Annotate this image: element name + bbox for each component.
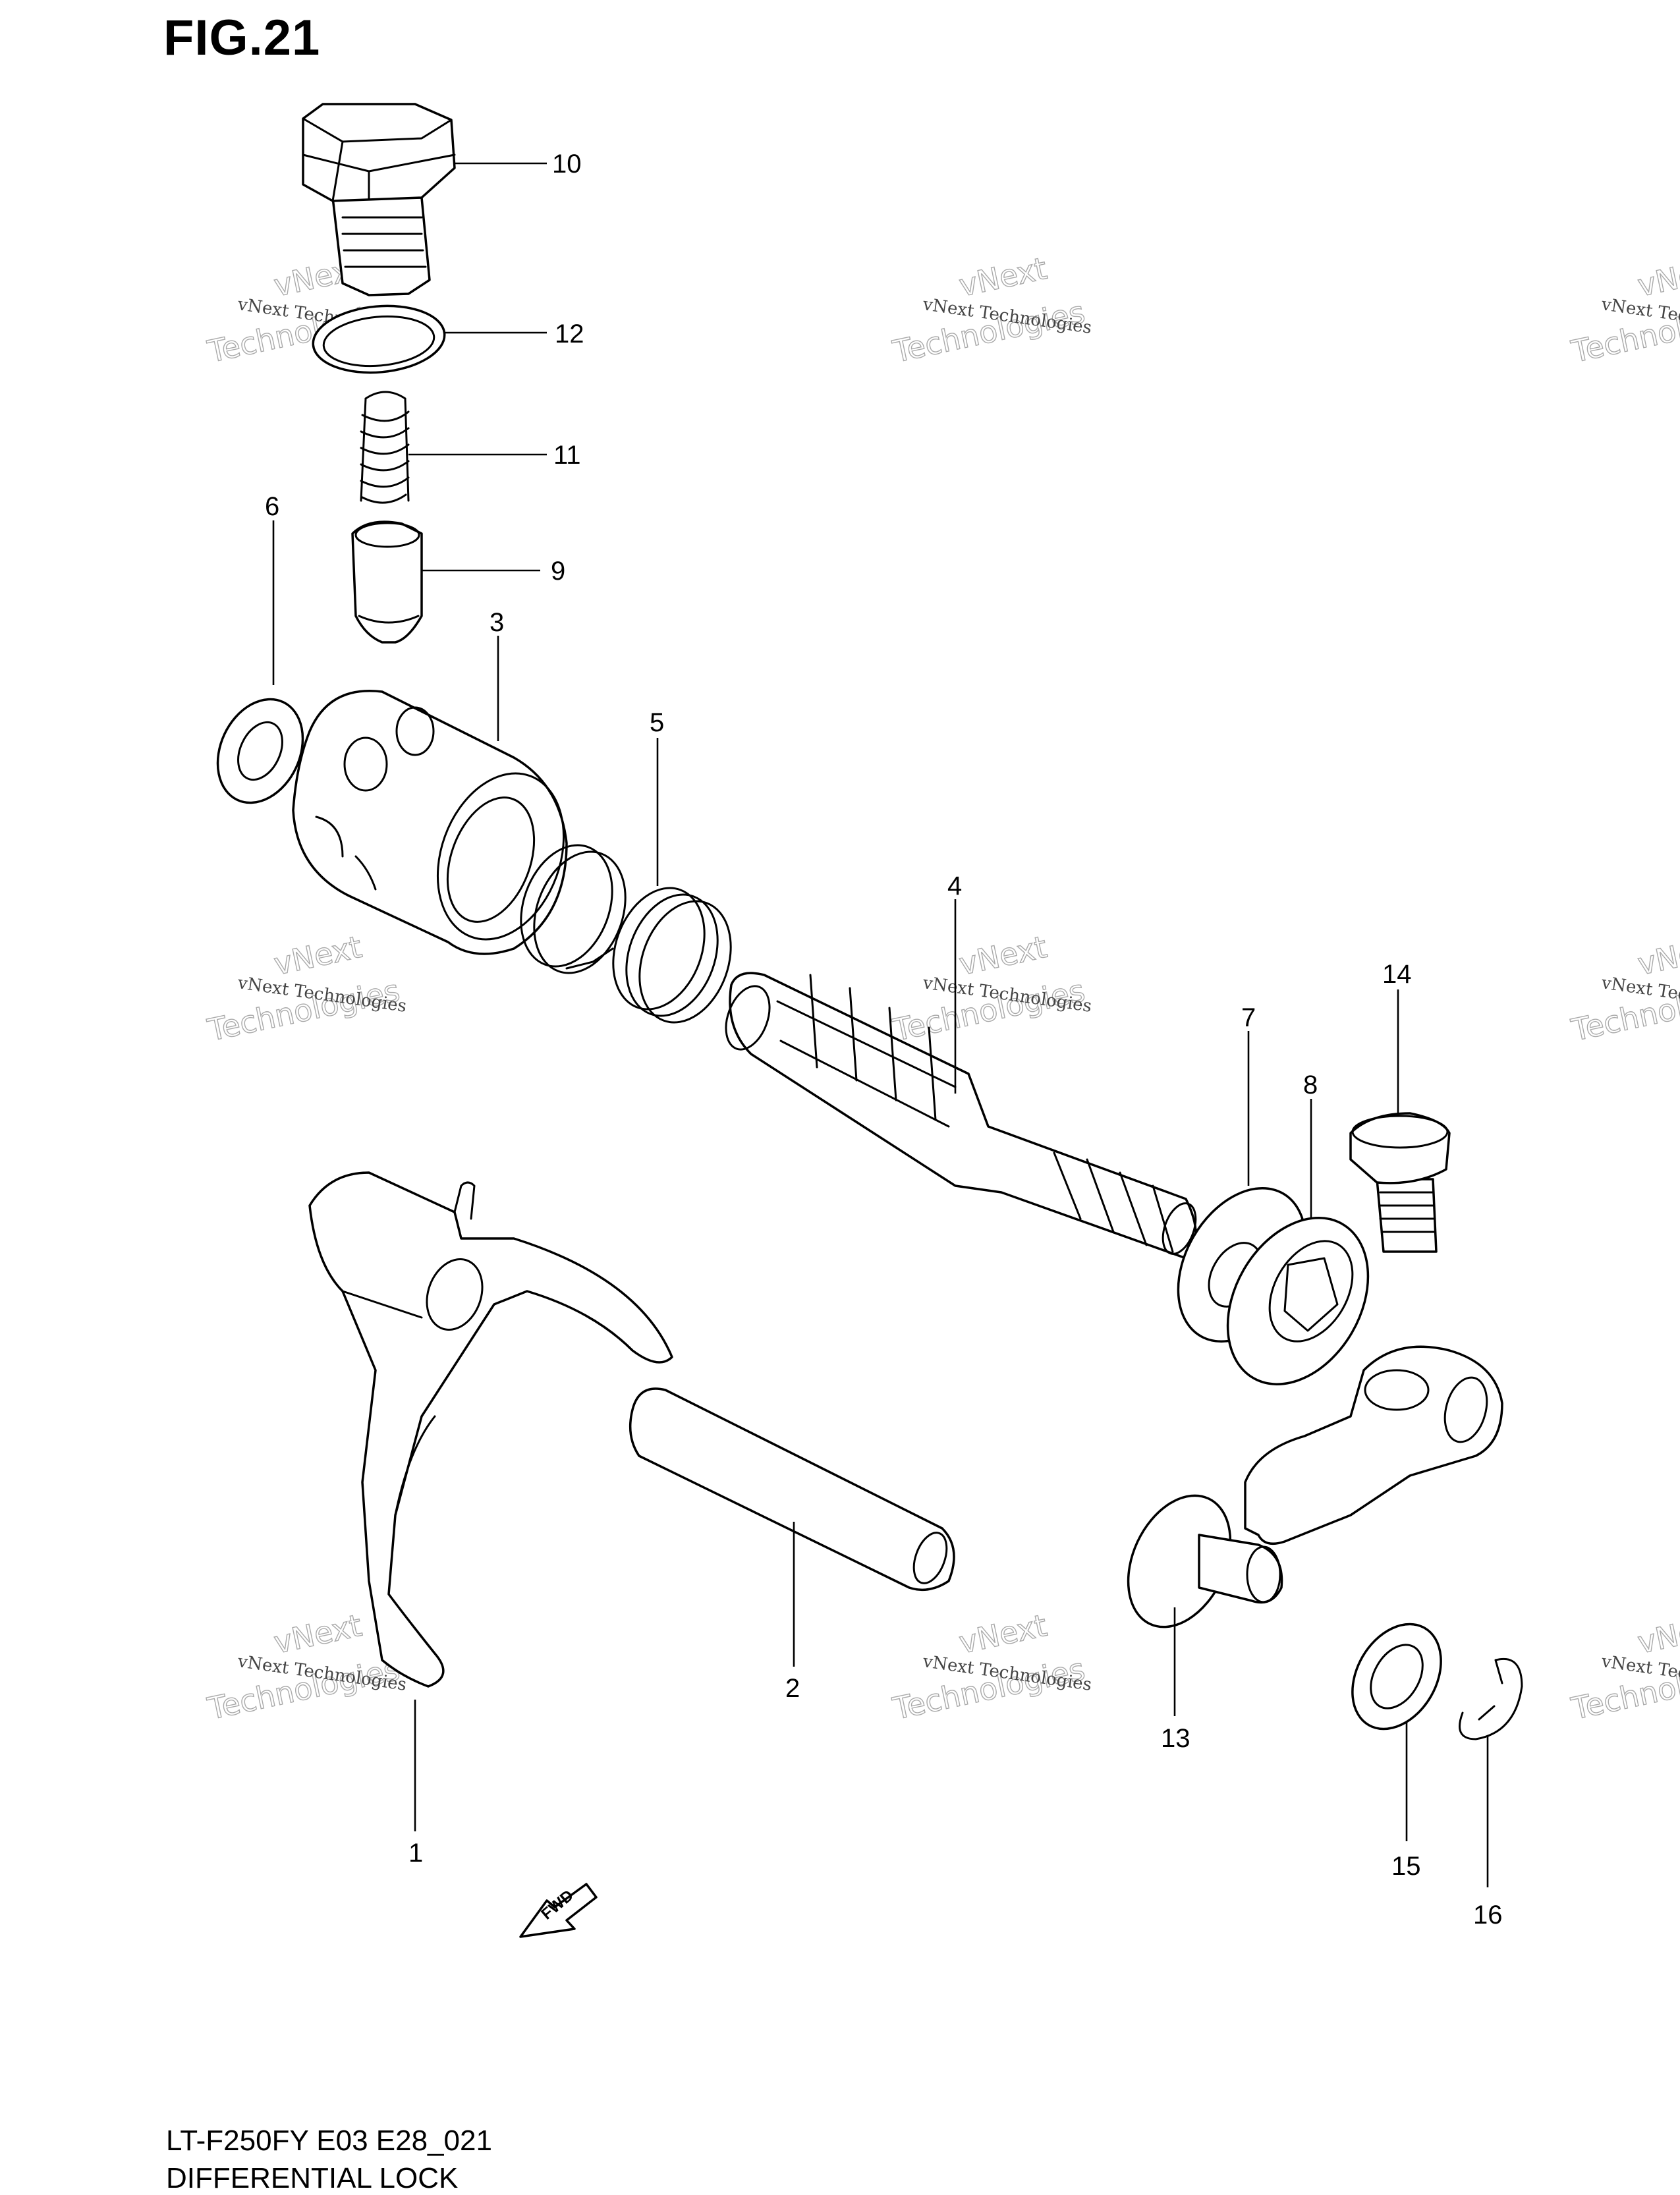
part-8-bushing [1226,1217,1370,1385]
part-1-shift-fork [308,1171,673,1688]
callout-16: 16 [1473,1901,1503,1930]
callout-4: 4 [947,872,962,901]
watermark-brand: vNext [1635,929,1680,982]
part-9-detent-pin [351,520,423,644]
callout-6: 6 [265,492,279,521]
forward-direction-arrow: FWD [519,1883,598,1938]
watermark-group: vNext Technologies vNext Technologies vN… [204,250,1680,1727]
leader-lines [272,162,1489,1887]
section-name: DIFFERENTIAL LOCK [166,2162,459,2194]
callout-11: 11 [553,441,581,470]
watermark-brand: vNext [956,929,1050,982]
part-11-spring [360,391,410,504]
watermark: vNext Technologies vNext Technologies [1567,928,1680,1048]
callout-13: 13 [1161,1724,1190,1753]
part-2-shaft [629,1387,955,1592]
callout-2: 2 [785,1674,800,1703]
watermark: vNext Technologies vNext Technologies [1567,250,1680,370]
callout-7: 7 [1241,1003,1256,1032]
callout-labels: 10 12 11 9 6 3 5 4 7 8 14 1 2 13 15 16 [265,150,1503,1930]
watermark: vNext Technologies vNext Technologies [1567,1607,1680,1727]
part-5-spring [612,887,732,1024]
part-13-lever-arm [1127,1345,1503,1628]
callout-3: 3 [490,608,504,637]
watermark: vNext Technologies vNext Technologies [889,250,1093,370]
part-3-sleeve [292,690,568,955]
watermark-brand: vNext [956,250,1050,304]
watermark: vNext Technologies vNext Technologies [889,1607,1093,1727]
part-15-washer [1351,1623,1442,1731]
callout-15: 15 [1391,1852,1421,1881]
watermark-brand: vNext [956,1607,1050,1661]
watermark-brand: vNext [271,929,365,982]
watermark: vNext Technologies vNext Technologies [204,928,408,1048]
part-6-washer [216,698,304,804]
model-code: LT-F250FY E03 E28_021 [166,2125,492,2157]
callout-12: 12 [555,320,584,348]
watermark: vNext Technologies vNext Technologies [889,928,1093,1048]
callout-5: 5 [650,708,664,737]
spring-coil-a [520,844,627,974]
callout-10: 10 [552,150,582,179]
part-10-hex-bolt [302,103,456,296]
watermark-brand: vNext [1635,250,1680,304]
callout-8: 8 [1303,1070,1318,1099]
part-16-e-clip [1459,1658,1523,1740]
part-14-bolt [1349,1112,1451,1253]
figure-title: FIG.21 [163,10,321,66]
callout-14: 14 [1382,960,1412,989]
callout-1: 1 [408,1839,423,1868]
watermark-brand: vNext [1635,1607,1680,1661]
callout-9: 9 [551,557,565,586]
watermark-brand: vNext [271,1607,365,1661]
part-12-o-ring [312,304,446,374]
